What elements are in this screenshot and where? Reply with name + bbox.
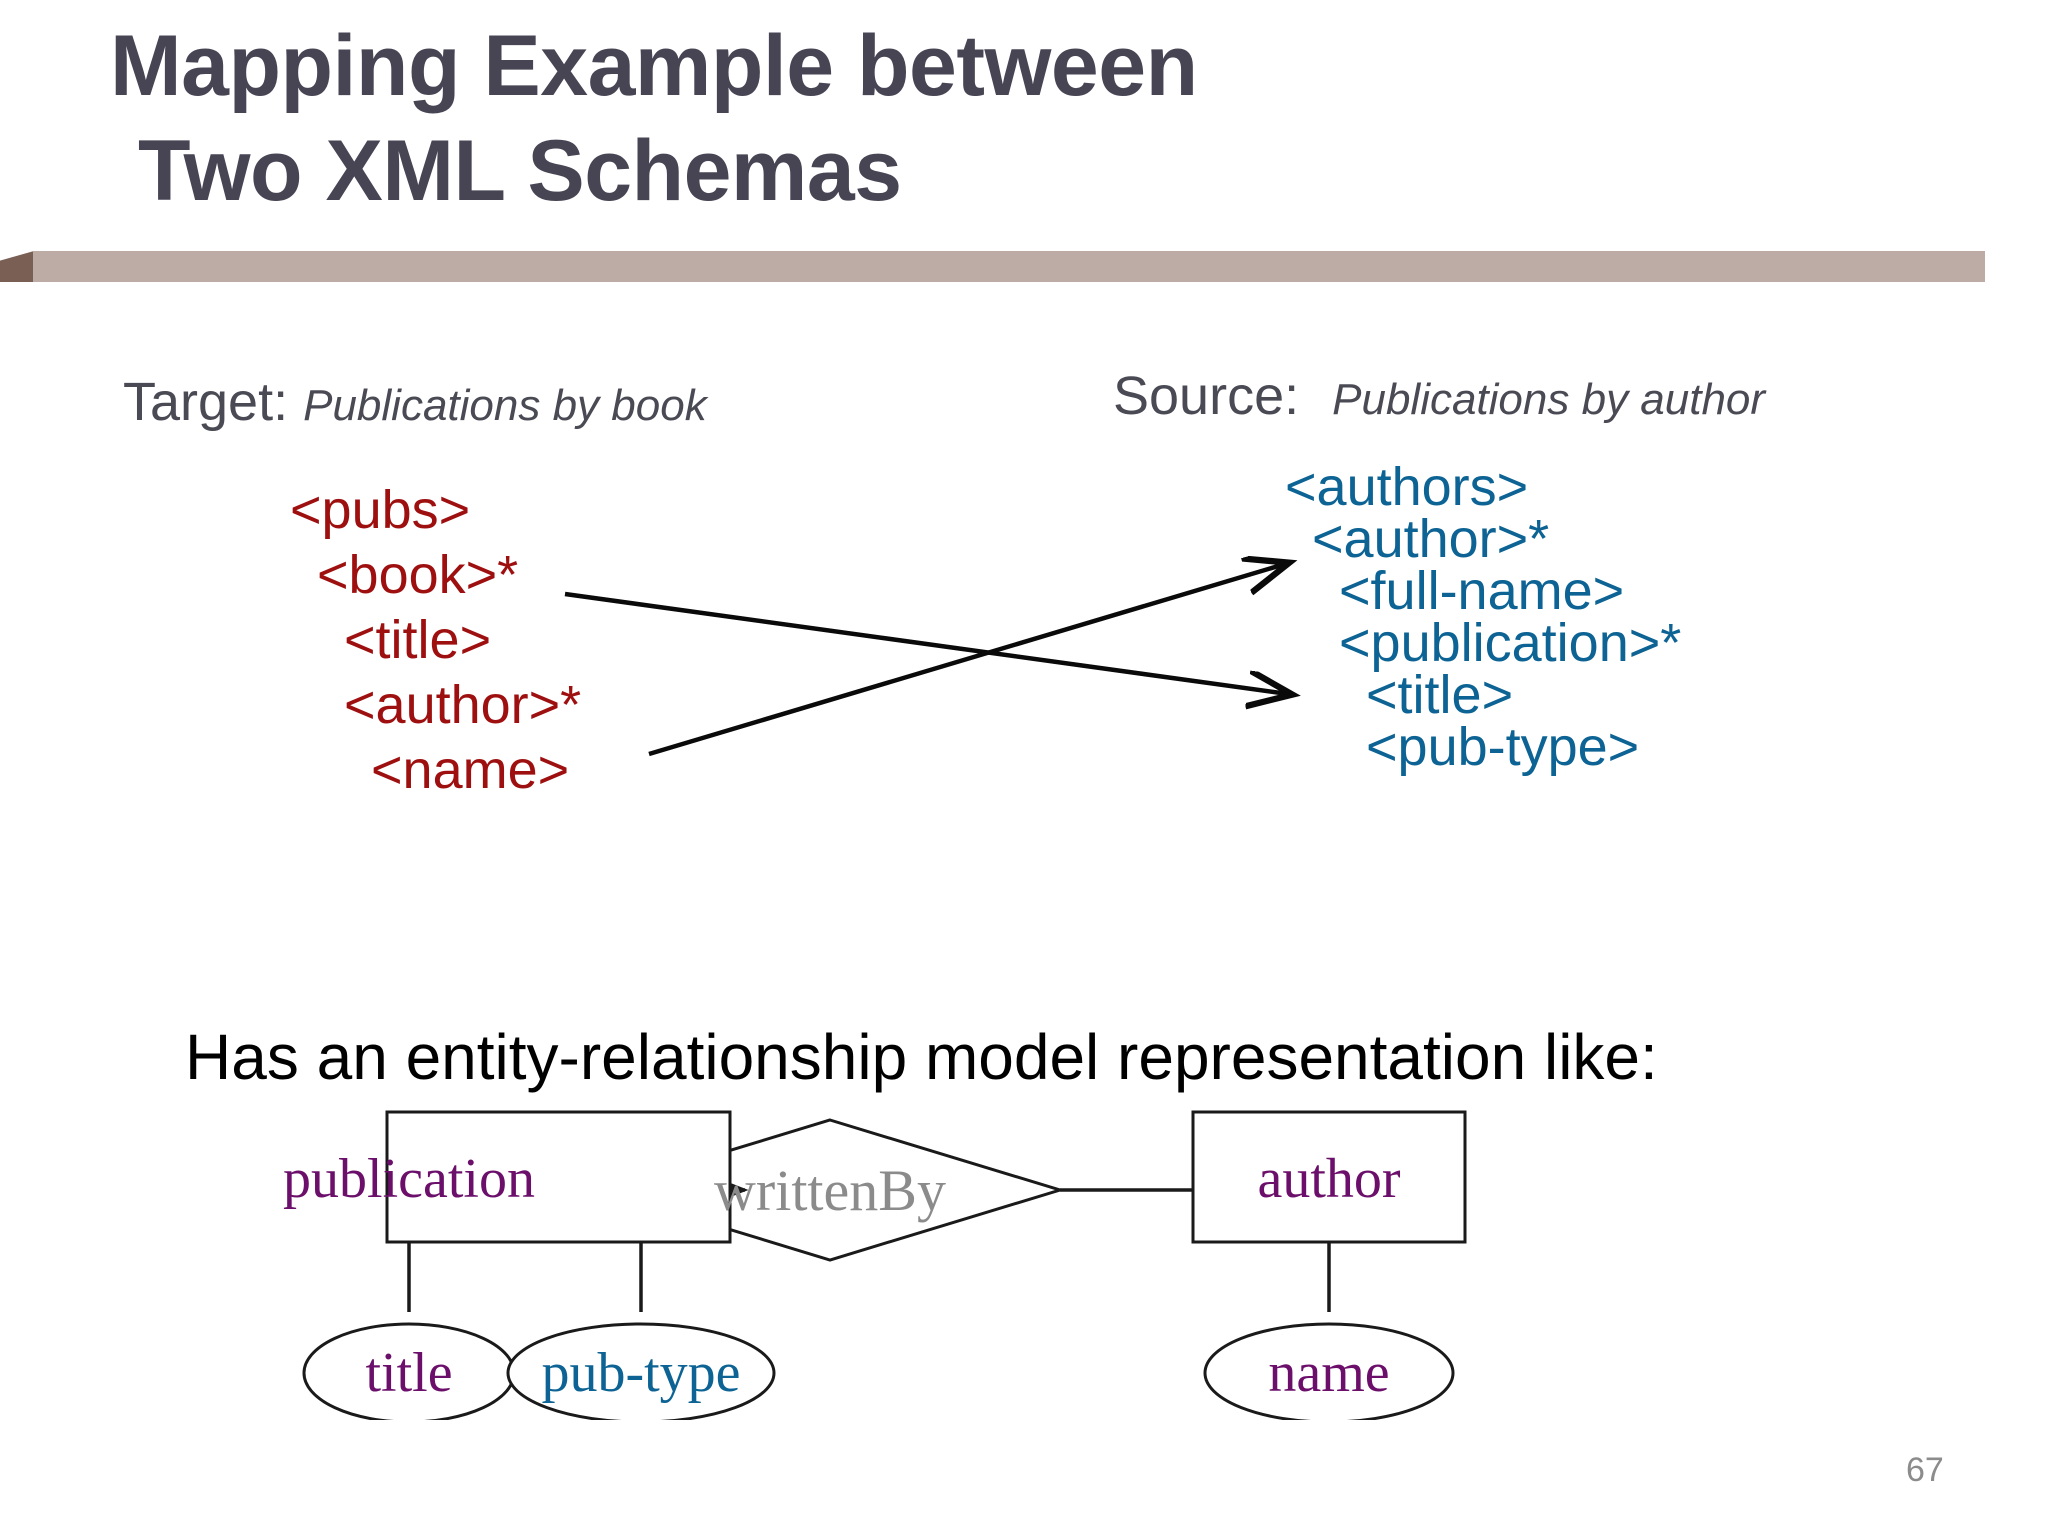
er-diagram: publication author writtenBy title pub-t… [283,1110,1467,1420]
er-entity-author-label: author [1257,1148,1400,1210]
target-node-name: <name> [371,740,570,800]
source-node-authors: <authors> [1285,457,1529,517]
source-node-author: <author>* [1312,509,1550,569]
source-node-title: <title> [1366,665,1514,725]
mapping-arrow-book-to-publication [564,591,1288,694]
er-attribute-name-label: name [1268,1342,1389,1404]
page-title-line-2: Two XML Schemas [138,122,902,219]
er-attribute-pubtype-label: pub-type [541,1342,740,1404]
target-node-title: <title> [344,610,492,670]
source-schema-label: Source: [1113,366,1300,426]
target-node-book: <book>* [317,545,519,605]
ribbon-bar-shape [33,251,1985,282]
source-node-publication: <publication>* [1339,613,1682,673]
source-schema-caption: Publications by author [1332,375,1766,424]
er-entity-publication-label: publication [283,1148,535,1210]
target-node-author: <author>* [344,675,582,735]
target-node-pubs: <pubs> [290,480,471,540]
target-schema-header: Target: Publications by book [123,371,707,433]
page-title: Mapping Example between Two XML Schemas [110,14,1610,224]
page-title-line-1: Mapping Example between [110,18,1198,114]
target-schema-caption: Publications by book [303,381,707,430]
er-attribute-pubtype-ellipse [506,1322,776,1420]
er-entity-author-box [1191,1110,1467,1244]
er-entity-publication-box [385,1110,732,1244]
ribbon-fold-shape [0,251,34,282]
er-attribute-title-label: title [365,1342,452,1404]
er-model-caption: Has an entity-relationship model represe… [185,1021,1658,1093]
source-schema-header: Source: Publications by author [1113,365,1765,427]
source-node-pub-type: <pub-type> [1366,717,1640,777]
er-relationship-writtenby-label: writtenBy [714,1158,946,1223]
er-attribute-name-ellipse [1203,1322,1455,1420]
source-node-full-name: <full-name> [1339,561,1625,621]
page-number: 67 [1906,1451,1944,1489]
mapping-arrow-author-to-author [648,564,1285,757]
target-schema-label: Target: [123,372,289,432]
title-divider-ribbon [0,251,1985,311]
